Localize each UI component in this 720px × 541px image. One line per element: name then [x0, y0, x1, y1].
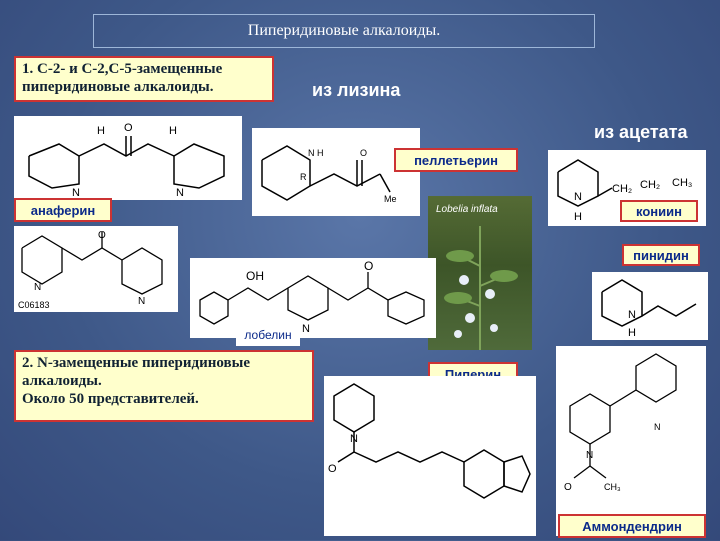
ammodendrine-nh: N: [654, 422, 661, 432]
pelletierine-svg: N H O R Me: [261, 145, 397, 204]
coniine-svg: N H CH₂ CH₂ CH₃: [557, 159, 692, 223]
lobeline-structure: OH O N: [190, 258, 436, 338]
lobeline-n: N: [302, 323, 310, 335]
pelletierine-structure: N H O R Me: [252, 128, 420, 216]
lobeline-o: O: [364, 259, 373, 273]
ammodendrine-structure: N N O CH₃: [556, 346, 706, 536]
c06183-id: C06183: [18, 300, 50, 310]
piperine-n: N: [350, 433, 358, 445]
section1-line2: пиперидиновые алкалоиды.: [22, 79, 214, 95]
coniine-n: N: [574, 191, 582, 203]
c06183-svg: N O N C06183: [18, 230, 163, 310]
header-lysine: из лизина: [312, 80, 401, 100]
pinidine-n: N: [628, 309, 636, 321]
lobelia-photo: Lobelia inflata: [428, 196, 532, 350]
piperine-svg: N O: [328, 383, 531, 499]
lobelia-svg: Lobelia inflata: [436, 204, 518, 350]
c06183-structure: N O N C06183: [14, 226, 178, 312]
c06183-n2: N: [138, 296, 145, 307]
ammodendrine-ch3: CH₃: [604, 482, 621, 492]
pinidine-h: H: [628, 327, 636, 339]
lobeline-label: лобелин: [236, 328, 300, 346]
anaferin-svg: H O H N N: [28, 122, 225, 199]
lobelia-caption: Lobelia inflata: [436, 204, 498, 215]
section2-line2: алкалоиды.: [22, 373, 102, 389]
pelletierine-label: пеллетьерин: [394, 148, 518, 172]
ammodendrine-o: O: [564, 482, 572, 493]
section2-line3: Около 50 представителей.: [22, 391, 199, 407]
c06183-n1: N: [34, 282, 41, 293]
anaferin-h1: H: [97, 125, 105, 137]
piperine-structure: N O: [324, 376, 536, 536]
c06183-o: O: [98, 230, 106, 241]
section1-line1: 1. С-2- и С-2,С-5-замещенные: [22, 61, 223, 77]
anaferin-structure: H O H N N: [14, 116, 242, 200]
pinidine-label: пинидин: [622, 244, 700, 266]
page-title-text: Пиперидиновые алкалоиды.: [247, 22, 441, 39]
coniine-ch2b: CH₂: [640, 179, 660, 191]
ammodendrine-svg: N N O CH₃: [564, 353, 677, 493]
anaferin-label: анаферин: [14, 198, 112, 222]
anaferin-n2: N: [176, 187, 184, 199]
ammodendrine-label: Аммондендрин: [558, 514, 706, 538]
coniine-label: кониин: [620, 200, 698, 222]
coniine-h: H: [574, 211, 582, 223]
lobeline-oh: OH: [246, 269, 264, 283]
pelletierine-nh: N H: [308, 148, 324, 158]
section2-box: 2. N-замещенные пиперидиновые алкалоиды.…: [14, 350, 314, 422]
pelletierine-r: R: [300, 172, 307, 182]
anaferin-h2: H: [169, 125, 177, 137]
anaferin-n1: N: [72, 187, 80, 199]
lobeline-svg: OH O N: [199, 259, 425, 335]
pelletierine-me: Me: [384, 194, 397, 204]
anaferin-o: O: [124, 122, 133, 134]
section1-box: 1. С-2- и С-2,С-5-замещенные пиперидинов…: [14, 56, 274, 102]
ammodendrine-n: N: [586, 450, 593, 461]
pelletierine-o: O: [360, 148, 367, 158]
page-title: Пиперидиновые алкалоиды.: [93, 14, 595, 48]
coniine-ch3: CH₃: [672, 177, 692, 189]
pinidine-structure: N H: [592, 272, 708, 340]
coniine-ch2a: CH₂: [612, 183, 632, 195]
piperine-o: O: [328, 463, 337, 475]
pinidine-svg: N H: [601, 279, 697, 339]
header-acetate: из ацетата: [594, 122, 688, 142]
section2-line1: 2. N-замещенные пиперидиновые: [22, 355, 250, 371]
